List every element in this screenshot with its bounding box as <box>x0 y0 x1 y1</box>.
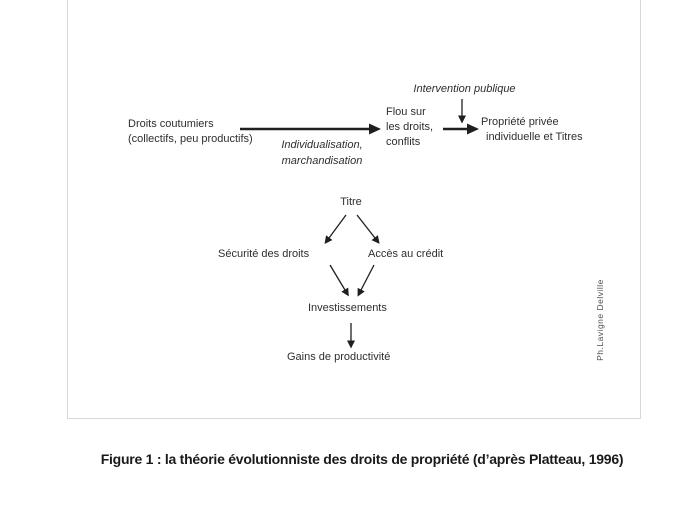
node-flou-droits-conflits: Flou sur les droits, conflits <box>386 105 433 150</box>
author-credit-vertical: Ph.Lavigne Delville <box>595 275 607 365</box>
label-individualisation-line1: Individualisation, <box>281 139 363 151</box>
figure-caption: Figure 1 : la théorie évolutionniste des… <box>12 451 700 467</box>
node-securite-text: Sécurité des droits <box>218 248 310 260</box>
node-securite-des-droits: Sécurité des droits <box>218 247 309 262</box>
node-propriete-privee: Propriété privée individuelle et Titres <box>481 115 583 145</box>
node-titre-text: Titre <box>340 196 362 208</box>
node-droits-coutumiers-line1: Droits coutumiers <box>128 118 214 130</box>
label-individualisation: Individualisation, marchandisation <box>252 138 392 169</box>
node-investissements: Investissements <box>308 301 387 316</box>
node-flou-line3: conflits <box>386 136 421 148</box>
slide-frame <box>67 0 641 419</box>
label-individualisation-line2: marchandisation <box>281 154 363 167</box>
node-acces-au-credit: Accès au crédit <box>368 247 443 262</box>
node-gains-text: Gains de productivité <box>287 351 391 363</box>
node-flou-line2: les droits, <box>386 121 434 133</box>
node-flou-line1: Flou sur <box>386 106 426 118</box>
node-gains-productivite: Gains de productivité <box>287 350 390 365</box>
label-intervention-publique-text: Intervention publique <box>413 83 516 95</box>
figure-caption-text: Figure 1 : la théorie évolutionniste des… <box>100 451 624 467</box>
node-titre: Titre <box>311 195 391 210</box>
node-droits-coutumiers-line2: (collectifs, peu productifs) <box>128 133 253 145</box>
author-credit-text: Ph.Lavigne Delville <box>595 279 605 361</box>
node-investissements-text: Investissements <box>308 302 387 314</box>
node-droits-coutumiers: Droits coutumiers (collectifs, peu produ… <box>128 117 253 147</box>
node-propriete-line1: Propriété privée <box>481 116 559 128</box>
node-propriete-line2: individuelle et Titres <box>486 131 583 143</box>
node-acces-text: Accès au crédit <box>368 248 444 260</box>
label-intervention-publique: Intervention publique <box>407 82 522 98</box>
